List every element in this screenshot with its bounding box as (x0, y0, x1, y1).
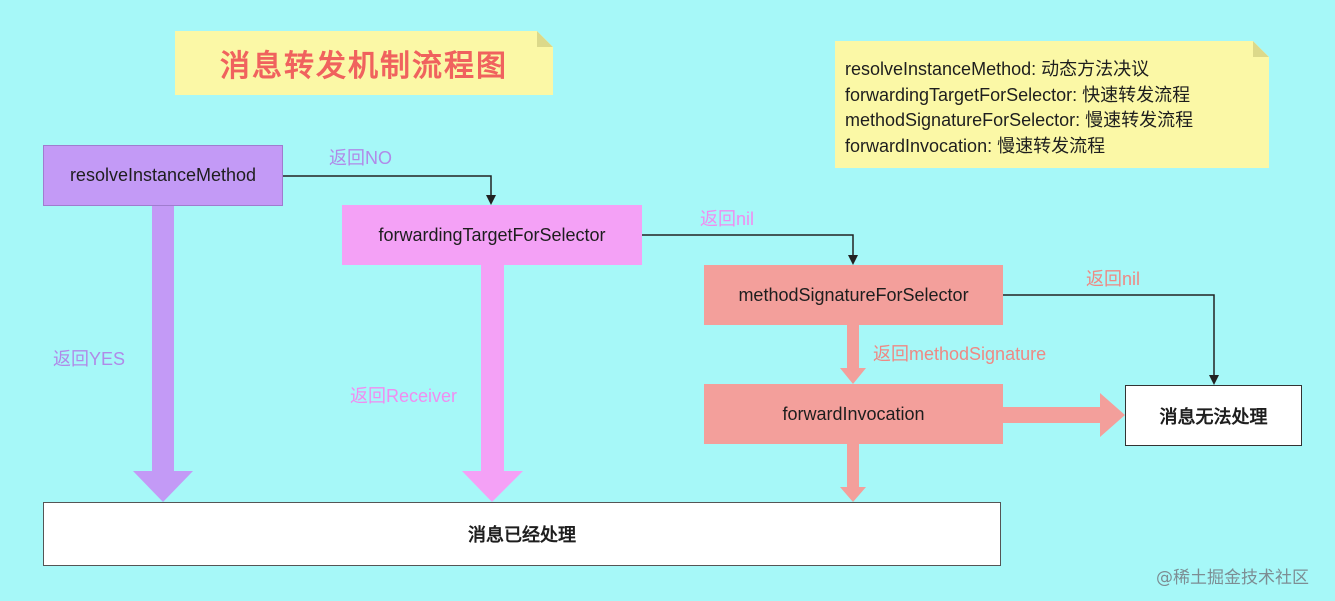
watermark: @稀土掘金技术社区 (1156, 568, 1309, 588)
legend-line-invocation: forwardInvocation: 慢速转发流程 (845, 135, 1106, 156)
node-message-handled: 消息已经处理 (43, 502, 1001, 566)
connector-forwarding-to-signature (642, 234, 854, 256)
node-resolve-instance-method: resolveInstanceMethod (43, 145, 283, 206)
edge-label-return-no: 返回NO (329, 148, 392, 168)
arrow-signature-to-invocation (840, 325, 866, 384)
legend-note: resolveInstanceMethod: 动态方法决议 forwarding… (835, 41, 1269, 168)
edge-label-return-nil-forwarding: 返回nil (700, 209, 755, 229)
node-message-unhandled: 消息无法处理 (1125, 385, 1302, 446)
edge-label-return-nil-signature: 返回nil (1086, 269, 1141, 289)
arrow-invocation-to-unhandled (1003, 393, 1125, 437)
diagram-title: 消息转发机制流程图 (220, 49, 508, 84)
node-forward-invocation: forwardInvocation (704, 384, 1003, 444)
legend-line-resolve: resolveInstanceMethod: 动态方法决议 (845, 59, 1150, 79)
edge-label-return-method-signature: 返回methodSignature (873, 344, 1047, 364)
edge-label-return-receiver: 返回Receiver (350, 386, 458, 406)
edge-label-return-yes: 返回YES (53, 349, 126, 369)
node-method-signature-for-selector: methodSignatureForSelector (704, 265, 1003, 325)
connector-signature-to-unhandled (1003, 294, 1215, 376)
arrowhead-forwarding-to-signature (848, 255, 858, 265)
arrowhead-resolve-to-forwarding (486, 195, 496, 205)
arrow-forwarding-to-handled (462, 265, 523, 502)
title-note: 消息转发机制流程图 (175, 31, 553, 95)
arrowhead-signature-to-unhandled (1209, 375, 1219, 385)
arrow-invocation-to-handled (840, 444, 866, 502)
legend-line-signature: methodSignatureForSelector: 慢速转发流程 (845, 110, 1194, 130)
legend-line-forwarding: forwardingTargetForSelector: 快速转发流程 (845, 84, 1191, 105)
node-forwarding-target-for-selector: forwardingTargetForSelector (342, 205, 642, 265)
connector-resolve-to-forwarding (283, 175, 492, 196)
arrow-resolve-to-handled (133, 206, 193, 502)
